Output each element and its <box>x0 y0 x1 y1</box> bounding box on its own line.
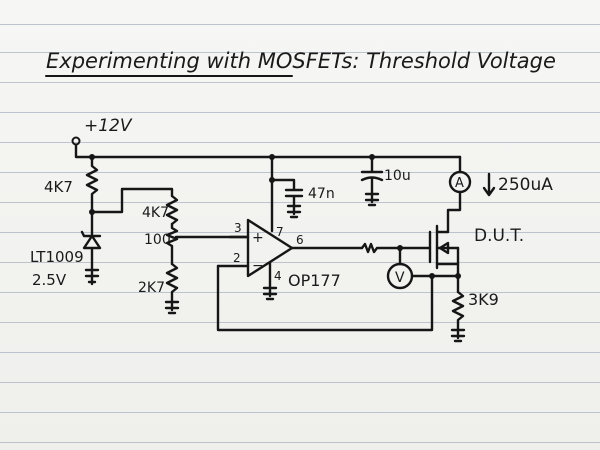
ruled-line <box>0 262 600 263</box>
reference-diode <box>80 210 102 272</box>
supply-label: +12V <box>84 116 133 136</box>
c1-label: 47n <box>308 186 335 202</box>
r-source-label: 3K9 <box>468 290 499 309</box>
opamp-pin-6: 6 <box>296 233 304 247</box>
current-label: 250uA <box>498 175 553 195</box>
mosfet-arrow <box>438 241 450 255</box>
ruled-line <box>0 292 600 293</box>
potentiometer-100 <box>165 222 179 266</box>
feedback-wire <box>216 264 434 332</box>
ground-symbol <box>262 286 278 301</box>
opamp-minus-sign: − <box>252 258 264 274</box>
ammeter-lead <box>446 190 462 234</box>
ruled-line <box>0 352 600 353</box>
ground-symbol <box>450 328 466 343</box>
current-arrow <box>482 172 496 197</box>
voltmeter-label: V <box>395 270 405 286</box>
capacitor-47n <box>270 178 304 208</box>
pot-label: 100 <box>144 232 171 248</box>
supply-rail <box>74 143 462 159</box>
r-pot-top-label: 4K7 <box>142 205 169 221</box>
ruled-line <box>0 172 600 173</box>
ammeter-label: A <box>455 176 464 191</box>
r-top-left-label: 4K7 <box>44 178 73 196</box>
opamp-pin-3: 3 <box>234 221 242 235</box>
ruled-line <box>0 382 600 383</box>
ruled-line <box>0 322 600 323</box>
output-resistor <box>360 242 432 254</box>
ruled-line <box>0 112 600 113</box>
divider-wire <box>90 187 174 214</box>
c2-label: 10u <box>384 168 411 184</box>
supply-terminal <box>71 136 81 146</box>
opamp-plus-sign: + <box>252 230 264 246</box>
reference-voltage-label: 2.5V <box>32 271 67 289</box>
ruled-line <box>0 232 600 233</box>
ruled-line <box>0 202 600 203</box>
capacitor-10u <box>360 155 384 196</box>
opamp-pin-7: 7 <box>276 225 284 239</box>
opamp-pin-2: 2 <box>233 251 241 265</box>
ruled-line <box>0 82 600 83</box>
resistor-4k7-left <box>85 155 99 214</box>
ground-symbol <box>286 204 302 219</box>
ruled-line <box>0 442 600 443</box>
dut-label: D.U.T. <box>474 226 524 246</box>
reference-part-label: LT1009 <box>30 248 84 266</box>
r-pot-bottom-label: 2K7 <box>138 280 165 296</box>
ground-symbol <box>364 192 380 207</box>
ruled-line <box>0 52 600 53</box>
opamp-part-label: OP177 <box>288 271 341 290</box>
opamp-pin-4: 4 <box>274 269 282 283</box>
ruled-line <box>0 412 600 413</box>
page-title: Experimenting with MOSFETs: Threshold Vo… <box>46 49 556 73</box>
ground-symbol <box>164 300 180 315</box>
resistor-3k9 <box>451 290 465 332</box>
ruled-line <box>0 24 600 25</box>
resistor-4k7-pot-top <box>165 194 179 226</box>
resistor-2k7 <box>165 262 179 304</box>
ground-symbol <box>84 268 100 286</box>
ruled-line <box>0 142 600 143</box>
